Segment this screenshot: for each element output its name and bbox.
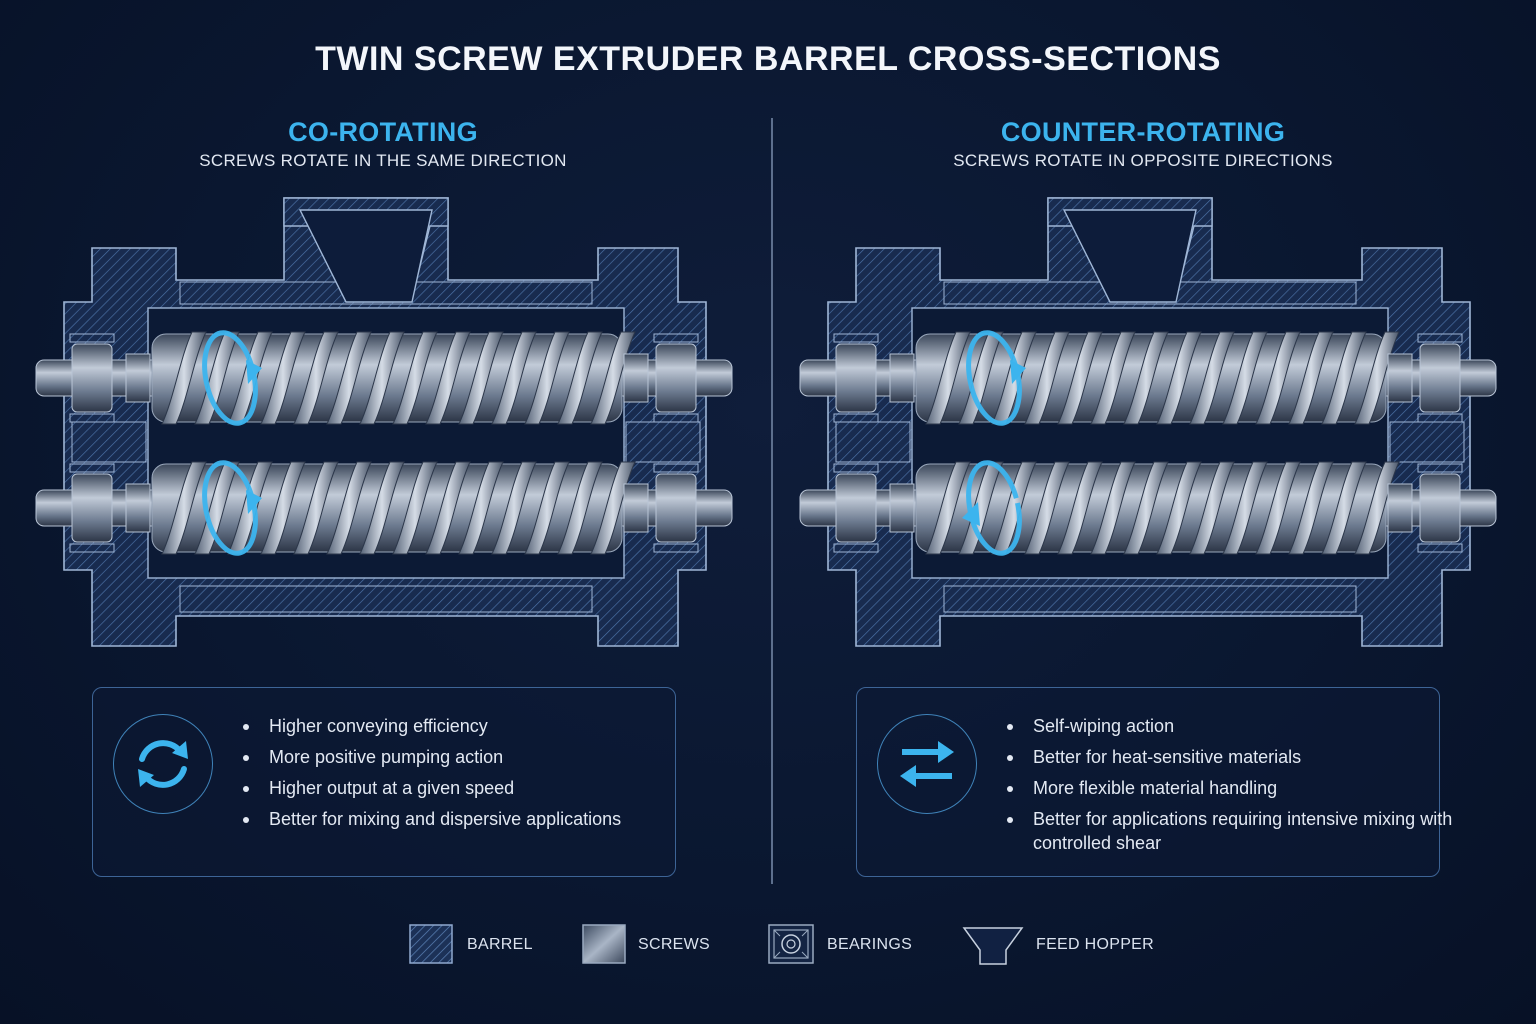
list-item: Higher conveying efficiency [243,714,689,738]
panel-divider [771,118,773,884]
bearing-left [69,463,115,553]
co-rotating-heading: CO-ROTATING [288,117,478,147]
metal-square-icon [582,924,626,964]
bearing-right [653,333,699,423]
page-title: TWIN SCREW EXTRUDER BARREL CROSS-SECTION… [315,40,1221,78]
legend-label-screws: SCREWS [638,936,711,953]
list-item: Better for heat-sensitive materials [1007,745,1453,769]
rotation-arrow-1 [202,330,262,426]
hatched-square-icon [409,924,453,964]
co-rotating-bullet-list: Higher conveying efficiency More positiv… [243,714,689,838]
bearing-icon [768,924,814,964]
bearing-right [1417,463,1463,553]
counter-rotating-extruder-diagram [799,197,1497,647]
list-item: Better for applications requiring intens… [1007,807,1453,855]
list-item: More positive pumping action [243,745,689,769]
bearing-left [833,463,879,553]
rotation-arrow-1 [966,330,1026,426]
legend-label-bearings: BEARINGS [827,936,913,953]
screw-2 [799,461,1497,555]
counter-rotating-subheading: SCREWS ROTATE IN OPPOSITE DIRECTIONS [953,151,1333,170]
feed-hopper [283,197,449,303]
list-item: Higher output at a given speed [243,776,689,800]
list-item: Better for mixing and dispersive applica… [243,807,689,831]
list-item: Self-wiping action [1007,714,1453,738]
rotation-arrow-2 [202,460,262,556]
bearing-right [1417,333,1463,423]
legend-label-feed-hopper: FEED HOPPER [1036,936,1154,953]
legend: BARREL SCREWS BEARINGS [0,924,1536,968]
co-rotating-subheading: SCREWS ROTATE IN THE SAME DIRECTION [199,151,567,170]
co-rotating-extruder-diagram [35,197,733,647]
counter-rotating-bullet-list: Self-wiping action Better for heat-sensi… [1007,714,1453,862]
screw-1 [799,331,1497,425]
feed-hopper [1047,197,1213,303]
bearing-right [653,463,699,553]
circular-arrows-icon [113,714,213,814]
opposite-arrows-icon [877,714,977,814]
co-rotating-info-box: Higher conveying efficiency More positiv… [92,687,676,877]
screw-2 [35,461,733,555]
list-item: More flexible material handling [1007,776,1453,800]
bearing-left [833,333,879,423]
bearing-left [69,333,115,423]
rotation-arrow-2 [962,460,1022,556]
legend-label-barrel: BARREL [467,936,533,953]
counter-rotating-heading: COUNTER-ROTATING [1000,117,1286,147]
hopper-icon [962,927,1024,965]
counter-rotating-info-box: Self-wiping action Better for heat-sensi… [856,687,1452,877]
